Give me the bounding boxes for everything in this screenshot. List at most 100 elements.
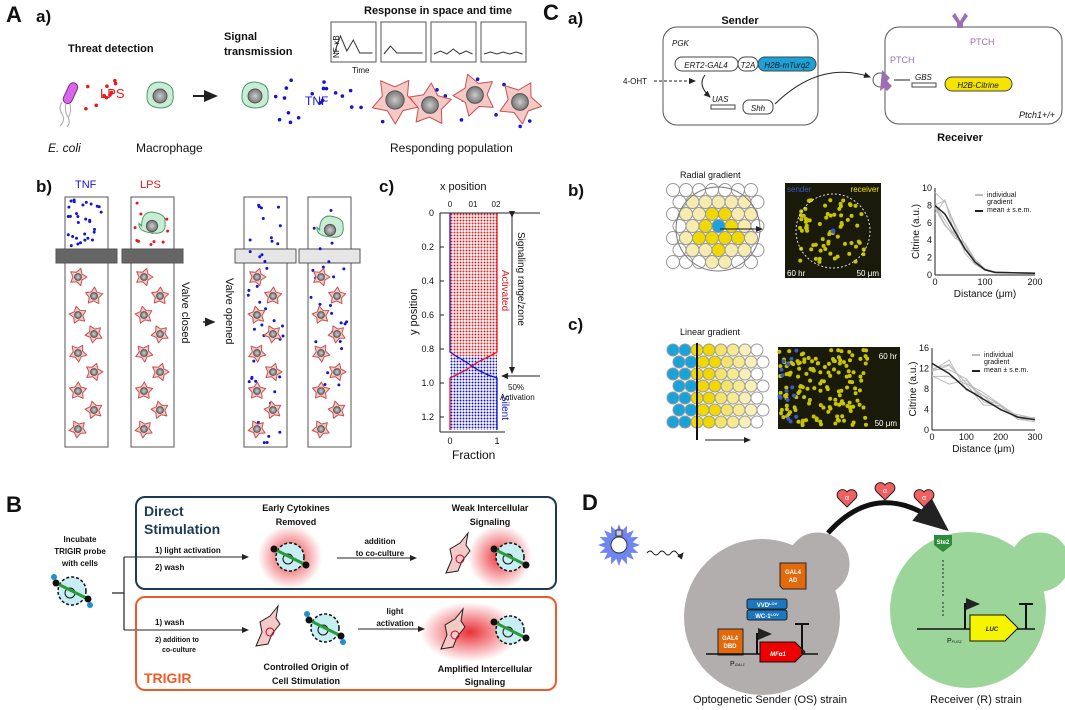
dot (817, 256, 822, 261)
dot (796, 419, 801, 424)
dot (813, 256, 818, 261)
dot (857, 240, 862, 245)
probe-cap (51, 574, 57, 580)
dot (828, 251, 833, 256)
dot (258, 255, 262, 259)
dot (459, 118, 464, 122)
dot (858, 356, 863, 361)
nucleus-icon (90, 330, 98, 338)
mean-line (934, 204, 1036, 275)
cell-circle (696, 403, 710, 417)
dot (777, 394, 782, 399)
nucleus-icon (90, 406, 98, 414)
addition-label: addition (364, 537, 395, 546)
incubate-label: with cells (61, 559, 99, 568)
dot (790, 385, 795, 390)
dot (95, 204, 99, 208)
trigir-probe-icon (55, 581, 89, 601)
nucleus-icon (333, 292, 341, 300)
fraction-tick-label: 0 (447, 436, 452, 446)
nucleus-icon (90, 368, 98, 376)
dot (863, 422, 868, 427)
nucleus-icon (90, 292, 98, 300)
cell-circle (666, 391, 680, 405)
direct-title: Direct (144, 503, 184, 519)
x-tick-label: 0 (932, 277, 937, 287)
alpha-factor-heart-icon (874, 482, 896, 501)
dot (832, 256, 837, 261)
dot (278, 224, 282, 228)
r-strain-label: Receiver (R) strain (930, 694, 1022, 706)
dot (273, 390, 277, 394)
cell-circle (684, 403, 698, 417)
trace-box (480, 21, 527, 63)
dot (853, 203, 858, 208)
direct-title: Stimulation (144, 521, 220, 537)
dot (850, 353, 855, 358)
nucleus-icon (317, 425, 325, 433)
y-tick-label: 10 (922, 183, 932, 193)
dot (844, 374, 849, 379)
dot (795, 359, 800, 364)
cell-circle (679, 231, 693, 245)
4-oht-label: 4-OHT (623, 77, 647, 86)
dot (839, 399, 844, 404)
nucleus-icon (156, 406, 164, 414)
y-tick-label: 8 (927, 200, 932, 210)
subpanel-label-ca: a) (568, 9, 583, 28)
weak-signaling-label: Signaling (470, 517, 511, 527)
dot (270, 239, 274, 243)
cell-circle (732, 379, 746, 393)
dot (296, 115, 301, 120)
pgk-label: PGK (672, 39, 690, 48)
nucleus-icon (269, 368, 277, 376)
dot (778, 364, 783, 369)
y-tick-label: 0 (927, 270, 932, 280)
legend-label: gradient (984, 359, 1009, 366)
secretion-arrow (826, 497, 949, 535)
cell-circle (672, 219, 687, 233)
dot (804, 418, 809, 423)
dot (791, 393, 796, 398)
dot (840, 414, 845, 419)
dot (99, 210, 103, 214)
dot (788, 410, 793, 415)
trigir-probe-icon (493, 620, 527, 640)
dot (849, 213, 854, 218)
dot (813, 242, 818, 247)
dot (836, 418, 841, 423)
dot (804, 371, 809, 376)
nucleus-icon (455, 554, 465, 564)
dot (265, 441, 269, 445)
cell-circle (698, 195, 713, 209)
cell-circle (684, 379, 698, 393)
dot (265, 266, 269, 270)
panel-label-c: C (543, 0, 559, 25)
response-title: Response in space and time (364, 5, 512, 17)
nucleus-icon (140, 311, 148, 319)
nucleus-icon (466, 86, 484, 104)
dot (149, 242, 153, 246)
y-tick-label: 8 (924, 384, 929, 394)
nucleus-icon (140, 273, 148, 281)
dot (518, 124, 522, 129)
cell-circle (714, 343, 728, 357)
threat-detection-label: Threat detection (68, 43, 154, 55)
dot (108, 93, 112, 97)
trigir-box (135, 596, 557, 691)
time-label: 60 hr (787, 269, 806, 278)
dot (853, 386, 858, 391)
dot (812, 386, 817, 391)
cell-circle (685, 243, 700, 257)
dot (320, 98, 325, 103)
cell-circle (678, 391, 692, 405)
dot (809, 247, 814, 252)
valve-opened-label: Valve opened (223, 278, 235, 344)
dot (861, 252, 866, 257)
light-activation-label: activation (376, 619, 413, 628)
dot (435, 88, 439, 92)
dot (314, 340, 318, 344)
cell-circle (731, 207, 745, 221)
nucleus-icon (145, 219, 159, 233)
